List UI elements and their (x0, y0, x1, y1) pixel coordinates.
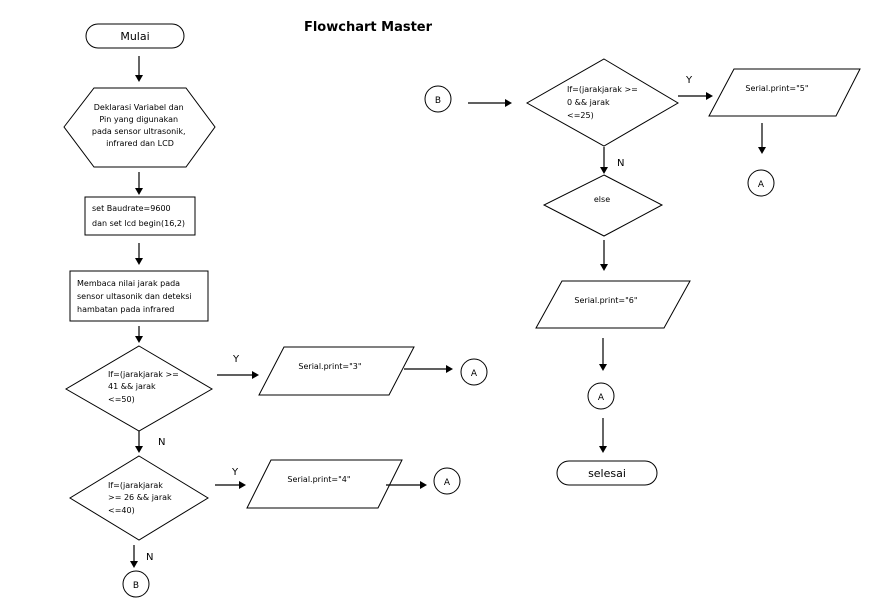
start-label: Mulai (120, 30, 149, 43)
decision-3-yes-label: Y (685, 75, 693, 86)
connector-a-2-label: A (444, 478, 451, 488)
read-text: Membaca nilai jarak pada sensor ultasoni… (77, 279, 194, 314)
arrow-setup-read (135, 243, 143, 265)
output-6 (535, 280, 691, 329)
arrow-cond2-b (130, 545, 138, 568)
arrow-else-out6 (600, 240, 608, 271)
connector-b-1 (122, 570, 150, 598)
connector-a-2 (433, 467, 461, 495)
arrow-cond2-out4 (215, 481, 246, 489)
end-label: selesai (588, 467, 626, 480)
decision-3 (525, 58, 679, 147)
connector-a-4-label: A (598, 393, 605, 403)
connector-a-1 (460, 358, 488, 386)
output-3 (258, 346, 415, 396)
connector-b-2 (424, 85, 452, 113)
arrow-start-declare (135, 56, 143, 82)
connector-b-2-label: B (435, 96, 441, 106)
declare-text: Deklarasi Variabel dan Pin yang digunaka… (92, 103, 188, 148)
flowchart-title: Flowchart Master (304, 20, 433, 35)
decision-3-text: If=(jarakjarak >= 0 && jarak <=25) (567, 85, 640, 120)
connector-a-1-label: A (471, 369, 478, 379)
decision-1-text: If=(jarakjarak >= 41 && jarak <=50) (108, 370, 181, 404)
arrow-read-cond1 (135, 326, 143, 343)
setup-text: set Baudrate=9600 dan set lcd begin(16,2… (92, 204, 185, 228)
else-diamond (542, 174, 664, 237)
output-5 (708, 68, 861, 117)
start-terminator (85, 23, 185, 49)
output-5-text: Serial.print="5" (745, 84, 808, 93)
setup-process (84, 196, 196, 236)
arrow-cond1-out3 (217, 371, 259, 379)
output-3-text: Serial.print="3" (298, 362, 361, 371)
arrow-cond3-out5 (678, 92, 713, 100)
decision-2 (69, 455, 209, 541)
decision-2-text: If=(jarakjarak >= 26 && jarak <=40) (108, 481, 174, 515)
decision-2-yes-label: Y (231, 467, 239, 478)
arrow-declare-setup (135, 172, 143, 195)
decision-2-no-label: N (146, 552, 153, 563)
arrow-cond3-else (600, 147, 608, 174)
connector-b-1-label: B (133, 581, 139, 591)
decision-1-yes-label: Y (232, 354, 240, 365)
decision-1-no-label: N (158, 437, 165, 448)
connector-a-4 (587, 382, 615, 410)
output-4-text: Serial.print="4" (287, 475, 350, 484)
declare-hexagon (63, 87, 216, 168)
arrow-cond1-cond2 (135, 431, 143, 453)
connector-a-3-label: A (758, 180, 765, 190)
arrow-out3-a (404, 365, 453, 373)
else-text: else (594, 195, 610, 204)
connector-a-3 (747, 169, 775, 197)
arrow-a-end (599, 418, 607, 453)
output-6-text: Serial.print="6" (574, 296, 637, 305)
read-process (69, 270, 209, 322)
arrow-b-cond3 (468, 99, 512, 107)
output-4 (246, 459, 403, 509)
arrow-out6-a (599, 338, 607, 371)
end-terminator (556, 460, 658, 486)
decision-3-no-label: N (617, 158, 624, 169)
arrow-out5-a (758, 123, 766, 154)
arrow-out4-a (386, 481, 427, 489)
